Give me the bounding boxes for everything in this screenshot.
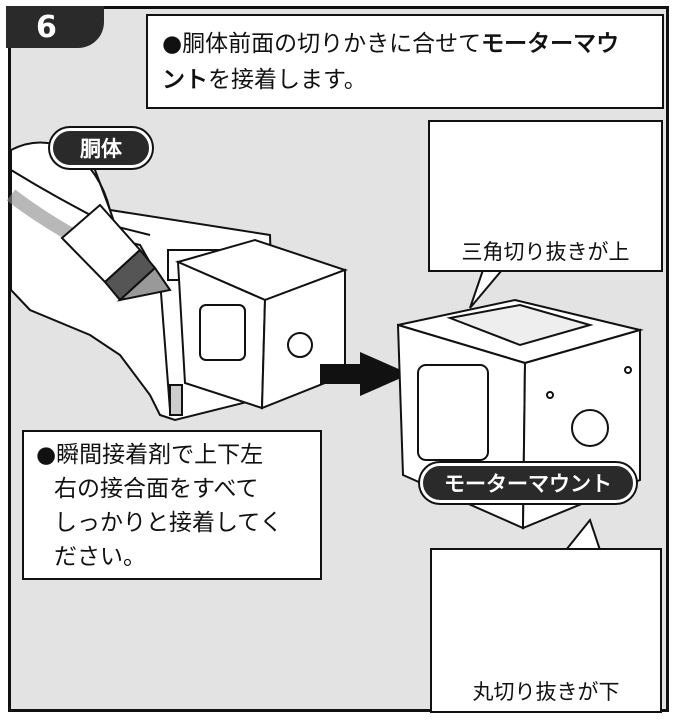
top-cutout-caption: 三角切り抜きが上 [461,240,630,264]
tip-line-1: ●瞬間接着剤で上下左 [36,442,264,468]
instruction-part-name-2: ント [162,67,208,93]
inserted-mount-drawing [175,238,348,410]
tip-line-4: ださい。 [54,544,146,570]
direction-arrow [320,352,410,396]
tip-line-3: しっかりと接着してく [54,510,283,536]
top-cutout-box: 三角切り抜きが上 [428,120,663,272]
bottom-cutout-caption: 丸切り抜きが下 [472,680,620,704]
instruction-text-suffix: を接着します。 [208,67,367,93]
instruction-part-name-1: モーターマウ [481,31,620,57]
instruction-callout: ●胴体前面の切りかきに合せてモーターマウ ントを接着します。 [146,14,664,109]
glue-tip-callout: ●瞬間接着剤で上下左 右の接合面をすべて しっかりと接着してく ださい。 [22,430,322,580]
step-number: 6 [36,9,57,45]
step-number-badge: 6 [6,6,104,48]
bottom-cutout-box: 丸切り抜きが下 [430,548,662,713]
glue-bottle-drawing [60,203,172,302]
motor-mount-label: モーターマウント [420,463,636,503]
body-label: 胴体 [50,128,152,168]
instruction-text-prefix: ●胴体前面の切りかきに合せて [162,31,482,57]
tip-line-2: 右の接合面をすべて [54,476,259,502]
